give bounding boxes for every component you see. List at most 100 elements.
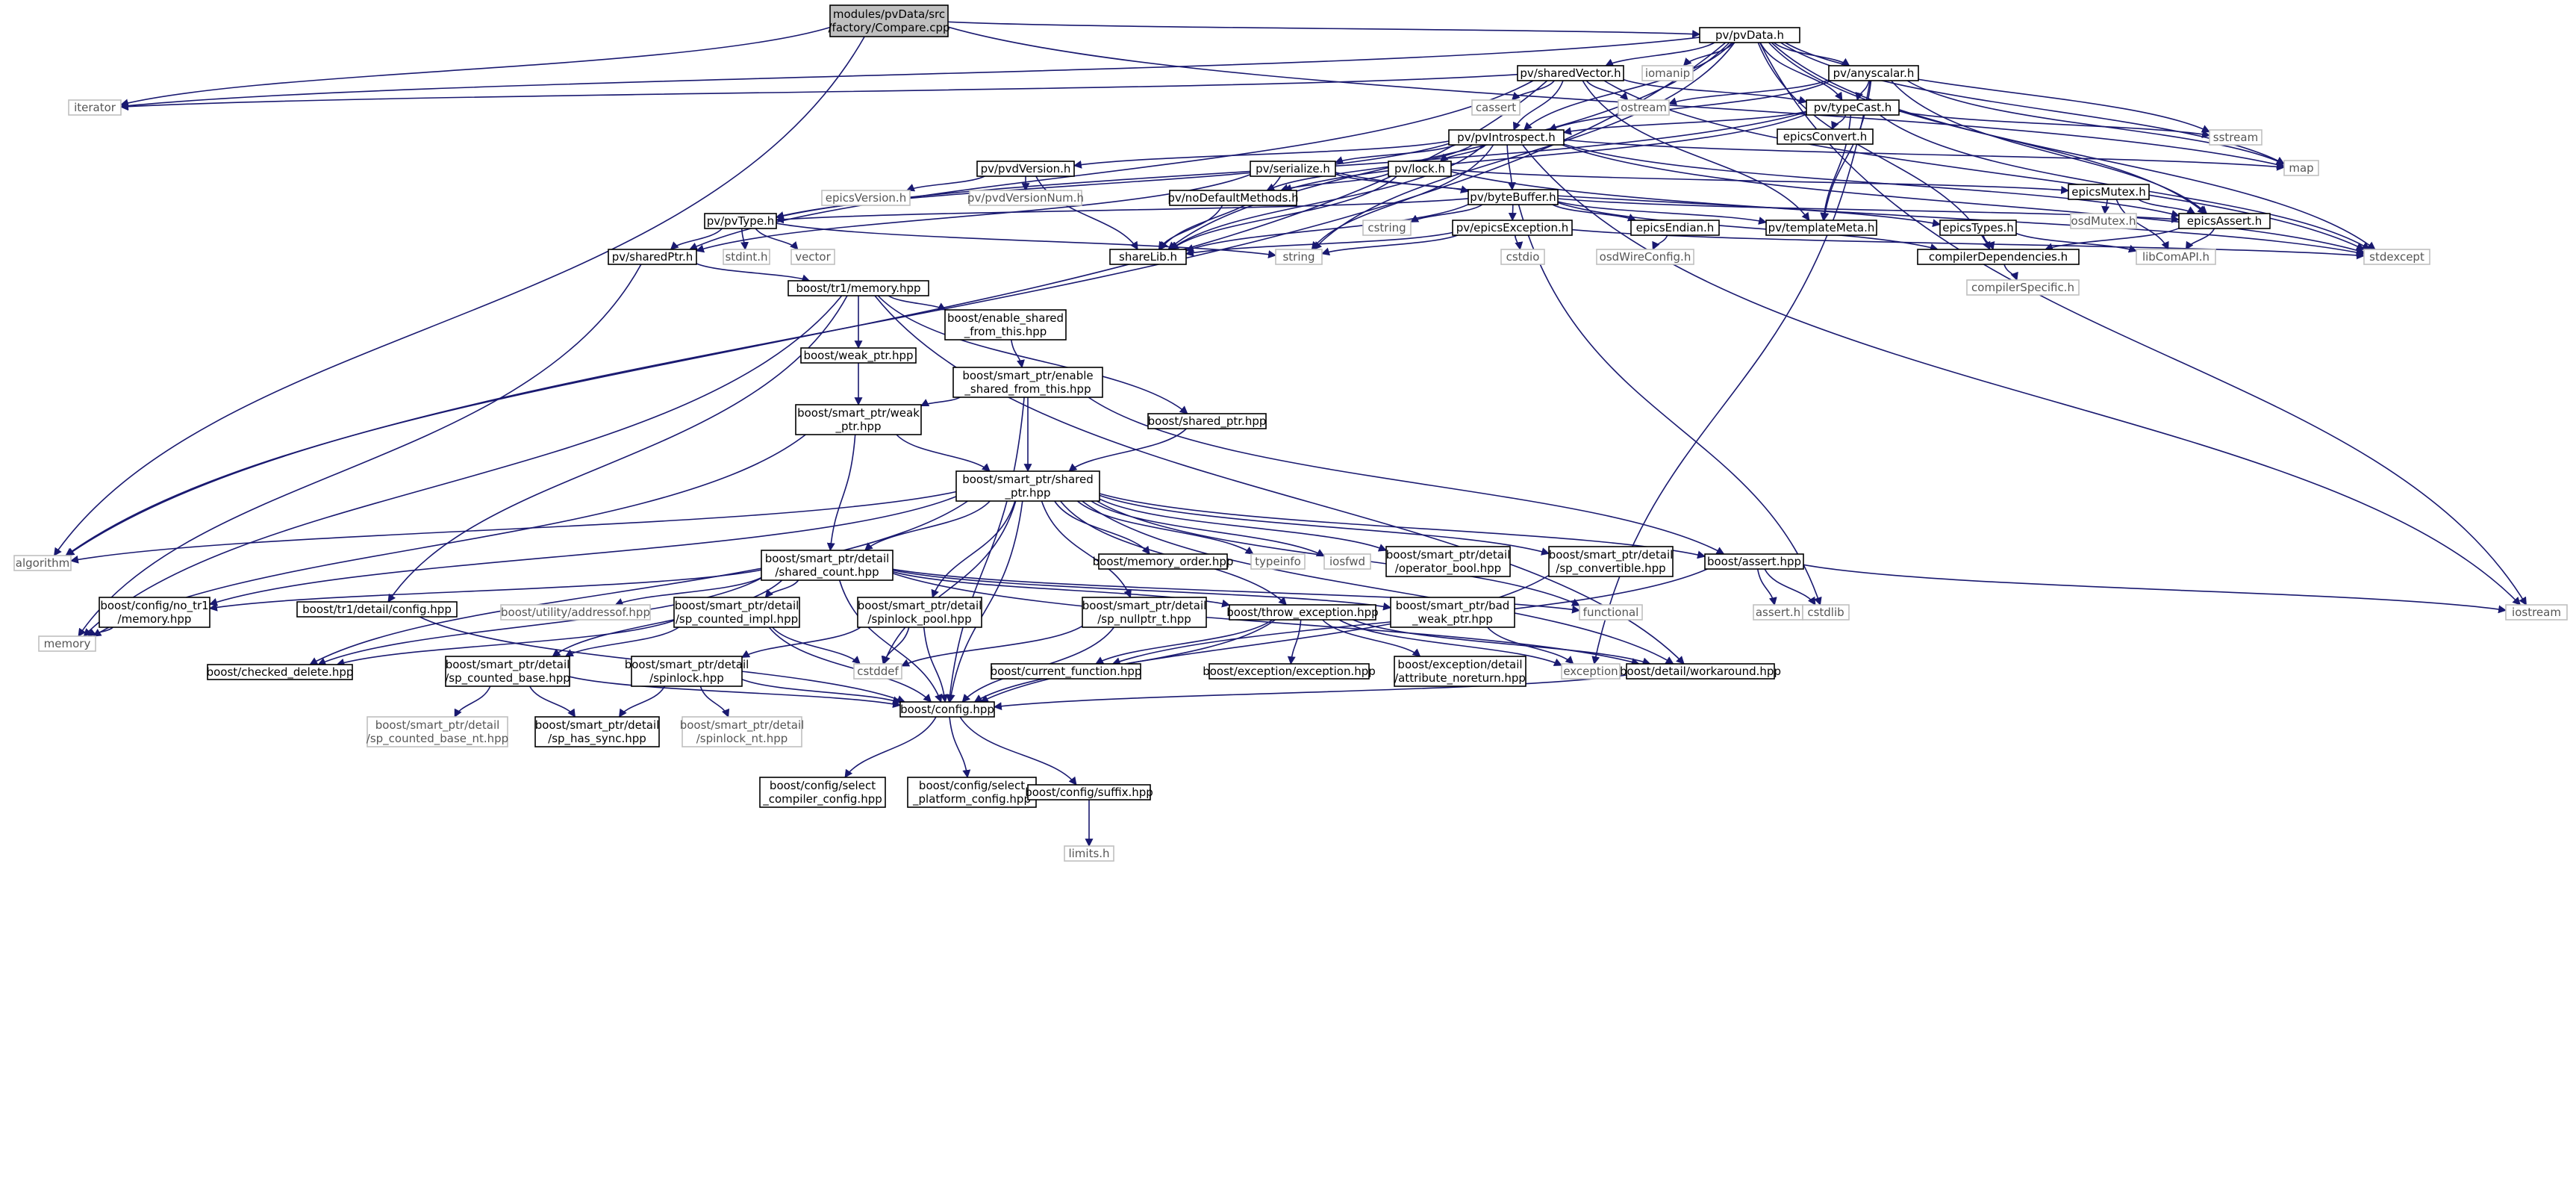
node-label: string (1282, 250, 1314, 264)
node-pvType[interactable]: pv/pvType.h (704, 213, 777, 229)
edge-pvData-to-iterator (119, 37, 1700, 111)
node-spEnableShared[interactable]: boost/smart_ptr/enable_shared_from_this.… (952, 367, 1103, 398)
node-boostAssert[interactable]: boost/assert.hpp (1704, 553, 1804, 570)
node-spSpinlock[interactable]: boost/smart_ptr/detail/spinlock.hpp (625, 656, 749, 687)
edge-boostConfig-to-selectPlatform (949, 716, 971, 779)
node-exceptionHpp[interactable]: boost/exception/exception.hpp (1203, 663, 1376, 680)
node-workaround[interactable]: boost/detail/workaround.hpp (1620, 663, 1781, 680)
node-compilerSpecific: compilerSpecific.h (1966, 279, 2080, 296)
edge-byteBuffer-to-shareLib (1185, 204, 1469, 252)
edge-sharedPtr-to-memory (78, 264, 642, 637)
edge-byteBuffer-to-epicsEndian (1552, 204, 1637, 222)
edge-pvIntrospect-to-map (1563, 139, 2286, 171)
node-spConvertible[interactable]: boost/smart_ptr/detail/sp_convertible.hp… (1548, 546, 1674, 577)
node-label: ostream (1621, 101, 1667, 114)
node-pvData[interactable]: pv/pvData.h (1699, 27, 1800, 43)
node-label: /factory/Compare.cpp (828, 21, 949, 34)
edge-boostAssert-to-cstdlib (1764, 568, 1816, 606)
node-spHasSync[interactable]: boost/smart_ptr/detail/sp_has_sync.hpp (534, 716, 660, 747)
node-spNullptr[interactable]: boost/smart_ptr/detail/sp_nullptr_t.hpp (1082, 597, 1207, 628)
node-label: /sp_counted_base_nt.hpp (367, 732, 508, 746)
edge-pvSerialize-to-epicsTypes (1335, 172, 1942, 228)
node-pvIntrospect[interactable]: pv/pvIntrospect.h (1448, 129, 1565, 146)
node-operatorBool[interactable]: boost/smart_ptr/detail/operator_bool.hpp (1385, 546, 1511, 577)
node-spWeakPtr[interactable]: boost/smart_ptr/weak_ptr.hpp (795, 404, 922, 435)
node-sharedPtr[interactable]: pv/sharedPtr.h (608, 249, 697, 265)
node-suffix[interactable]: boost/config/suffix.hpp (1025, 784, 1153, 800)
node-epicsAssert[interactable]: epicsAssert.h (2178, 213, 2271, 229)
node-templateMeta[interactable]: pv/templateMeta.h (1765, 220, 1877, 236)
node-pvSerialize[interactable]: pv/serialize.h (1250, 161, 1336, 177)
node-checkedDelete[interactable]: boost/checked_delete.hpp (207, 664, 354, 680)
node-label: /sp_convertible.hpp (1556, 562, 1665, 576)
node-spCountedImpl[interactable]: boost/smart_ptr/detail/sp_counted_impl.h… (673, 597, 800, 628)
node-pvTypeCast[interactable]: pv/typeCast.h (1806, 99, 1900, 116)
edge-epicsTypes-to-libComAPI (2015, 232, 2138, 253)
node-label: _from_this.hpp (964, 325, 1047, 339)
edge-pvData-to-pvSharedVector (1605, 42, 1715, 66)
node-epicsException[interactable]: pv/epicsException.h (1452, 220, 1573, 236)
node-sharedPtrHpp[interactable]: boost/shared_ptr.hpp (1147, 413, 1267, 429)
node-label: iosfwd (1329, 555, 1365, 568)
node-pvSharedVector[interactable]: pv/sharedVector.h (1517, 65, 1624, 81)
node-label: pv/typeCast.h (1814, 101, 1892, 114)
node-label: pv/lock.h (1394, 162, 1445, 175)
node-boostConfig[interactable]: boost/config.hpp (899, 701, 995, 718)
node-currentFunction[interactable]: boost/current_function.hpp (991, 663, 1142, 680)
node-label: stdexcept (2369, 250, 2424, 264)
node-spSharedPtr[interactable]: boost/smart_ptr/shared_ptr.hpp (955, 470, 1100, 502)
edge-spSharedPtr-to-memoryOrder (1054, 500, 1150, 555)
edge-spSharedPtr-to-spSharedCount (864, 500, 991, 551)
node-attrNoreturn[interactable]: boost/exception/detail/attribute_noretur… (1394, 656, 1526, 687)
node-shareLib[interactable]: shareLib.h (1109, 249, 1187, 265)
edge-pvType-to-vector (755, 228, 799, 250)
node-iosfwd: iosfwd (1323, 553, 1371, 570)
node-epicsMutex[interactable]: epicsMutex.h (2068, 184, 2150, 200)
node-spSharedCount[interactable]: boost/smart_ptr/detail/shared_count.hpp (761, 550, 894, 581)
edge-pvSharedVector-to-templateMeta (1582, 80, 1810, 221)
edge-pvLock-to-shareLib (1170, 175, 1397, 250)
node-pvLock[interactable]: pv/lock.h (1388, 161, 1452, 177)
node-label: _ptr.hpp (1004, 486, 1050, 500)
node-pvdVersion[interactable]: pv/pvdVersion.h (976, 161, 1075, 177)
node-label: /spinlock_pool.hpp (867, 612, 971, 627)
edge-pvData-to-iomanip (1682, 42, 1735, 66)
node-configNoTr1[interactable]: boost/config/no_tr1/memory.hpp (99, 597, 210, 628)
edge-pvAnyscalar-to-pvTypeCast (1855, 80, 1870, 102)
node-label: cstddef (857, 665, 899, 678)
node-tr1DetailConfig[interactable]: boost/tr1/detail/config.hpp (296, 601, 458, 618)
edge-throwException-to-currentFunction (1095, 619, 1273, 665)
node-enableShared[interactable]: boost/enable_shared_from_this.hpp (944, 309, 1067, 341)
edge-spCountedImpl-to-boostConfig (768, 627, 932, 703)
node-label: compilerSpecific.h (1971, 281, 2074, 294)
node-label: map (2289, 161, 2313, 175)
node-epicsEndian[interactable]: epicsEndian.h (1630, 220, 1720, 236)
node-exception: exception (1561, 663, 1621, 680)
node-utilAddressof: boost/utility/addressof.hpp (500, 604, 651, 621)
edge-spSharedCount-to-configNoTr1 (208, 569, 762, 612)
edge-spSharedCount-to-spCountedBase (552, 579, 783, 657)
node-spCountedBase[interactable]: boost/smart_ptr/detail/sp_counted_base.h… (445, 656, 570, 687)
node-throwException[interactable]: boost/throw_exception.hpp (1226, 604, 1379, 621)
node-noDefault[interactable]: pv/noDefaultMethods.h (1167, 190, 1299, 206)
edge-pvSharedVector-to-sharedPtr (688, 80, 1534, 250)
node-badWeakPtr[interactable]: boost/smart_ptr/bad_weak_ptr.hpp (1390, 597, 1515, 628)
node-epicsConvert[interactable]: epicsConvert.h (1777, 128, 1874, 145)
node-memoryOrder[interactable]: boost/memory_order.hpp (1093, 553, 1234, 570)
node-label: boost/tr1/detail/config.hpp (302, 603, 452, 616)
edge-pvIntrospect-to-pvdVersion (1073, 140, 1450, 169)
node-byteBuffer[interactable]: pv/byteBuffer.h (1468, 189, 1559, 205)
node-compilerDep[interactable]: compilerDependencies.h (1917, 249, 2080, 265)
node-selectCompiler[interactable]: boost/config/select_compiler_config.hpp (759, 777, 886, 808)
node-root[interactable]: modules/pvData/src/factory/Compare.cpp (828, 4, 950, 37)
node-epicsTypes[interactable]: epicsTypes.h (1939, 220, 2017, 236)
node-label: boost/smart_ptr/bad (1396, 599, 1510, 613)
node-pvAnyscalar[interactable]: pv/anyscalar.h (1828, 65, 1919, 81)
node-label: boost/config/select (919, 779, 1025, 792)
node-spinlockPool[interactable]: boost/smart_ptr/detail/spinlock_pool.hpp (857, 597, 982, 628)
edge-pvData-to-iostream (1759, 42, 2527, 606)
node-weakPtrHpp[interactable]: boost/weak_ptr.hpp (800, 347, 917, 364)
node-selectPlatform[interactable]: boost/config/select_platform_config.hpp (907, 777, 1037, 808)
node-tr1Memory[interactable]: boost/tr1/memory.hpp (788, 280, 929, 296)
node-label: pv/templateMeta.h (1768, 221, 1875, 234)
